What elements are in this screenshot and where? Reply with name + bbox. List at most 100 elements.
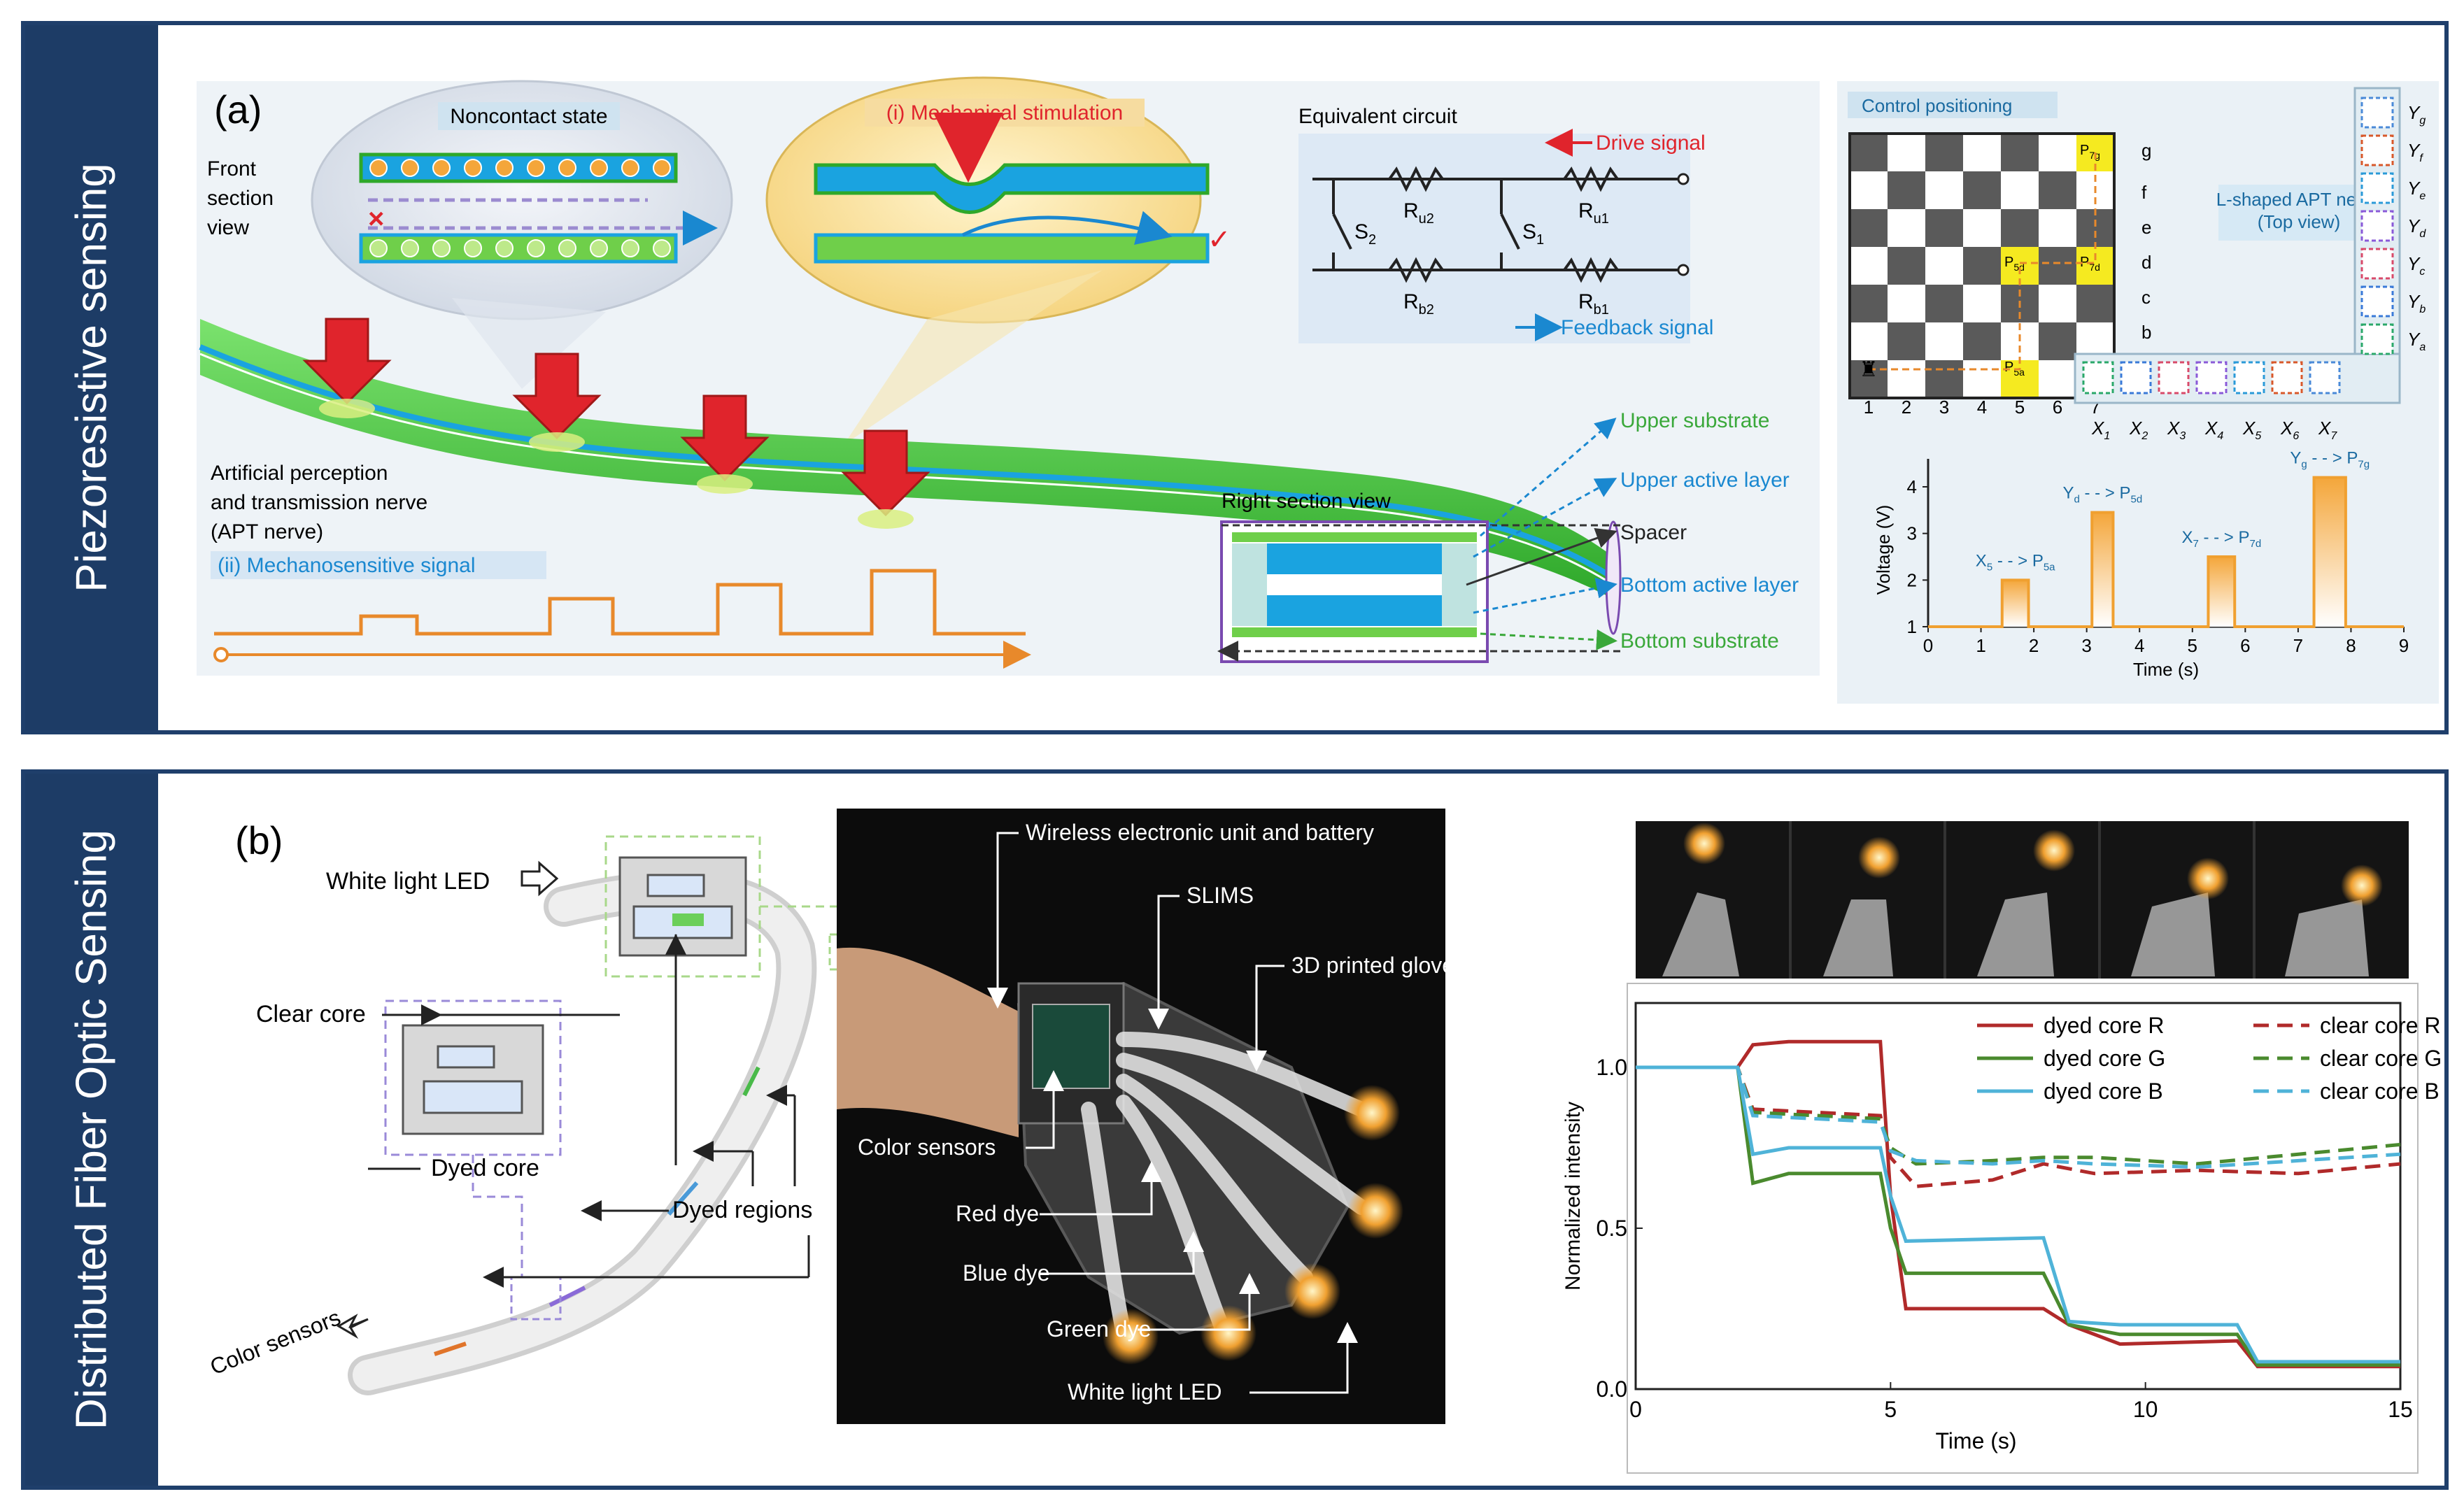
electrode-y-sub: f (2419, 152, 2423, 164)
electrode-x (2158, 361, 2190, 394)
svg-text:5: 5 (2015, 397, 2025, 418)
layer-bottom-active: Bottom active layer (1620, 574, 1799, 597)
board-square (2039, 134, 2076, 171)
electrode-y (2360, 134, 2394, 166)
x-tick-label: 2 (2029, 635, 2039, 656)
y-tick-label: 3 (1907, 523, 1917, 544)
electrode-x (2271, 361, 2303, 394)
label-color-sensors: Color sensors (858, 1134, 996, 1160)
drive-signal-label: Drive signal (1596, 131, 1706, 155)
mechanosensitive-signal-trace (213, 569, 1031, 669)
label-3d-glove: 3D printed glove (1291, 953, 1454, 978)
board-square (2001, 171, 2039, 209)
mechanosensitive-signal-label: (ii) Mechanosensitive signal (218, 554, 476, 577)
pulse-target: P (2346, 449, 2358, 468)
board-square (1850, 360, 1888, 398)
svg-text:S1: S1 (1522, 220, 1544, 248)
y-axis-label: Voltage (V) (1873, 505, 1894, 595)
legend-label: clear core G (2320, 1046, 2442, 1071)
side-label: Distributed Fiber Optic Sensing (67, 829, 116, 1430)
board-square (1963, 171, 2001, 209)
board-square (1963, 285, 2001, 322)
board-square (1888, 360, 1925, 398)
board-square (1963, 209, 2001, 247)
electrode-x (2195, 361, 2228, 394)
svg-text:4: 4 (1977, 397, 1987, 418)
board-frame (1848, 132, 2116, 399)
clear-core-label: Clear core (256, 1001, 366, 1027)
y-tick-label: 1.0 (1596, 1055, 1627, 1080)
x-tick-label: 3 (2081, 635, 2091, 656)
panel-letter: (b) (235, 818, 283, 862)
layer-spacer: Spacer (1620, 521, 1687, 544)
x-tick-label: 1 (1976, 635, 1985, 656)
pulse-label: Yg - - > P7g (2290, 449, 2370, 471)
series-line (1636, 1065, 2400, 1364)
piezoresistive-figure: (a) Front section view Noncontact state (197, 76, 2439, 704)
x-tick-label: 15 (2388, 1397, 2413, 1422)
pulse-arrow: - - > (1992, 551, 2032, 570)
electrode-x-sub: 4 (2217, 430, 2223, 442)
y-tick-label: 1 (1907, 616, 1917, 637)
pulse-label: Yd - - > P5d (2062, 484, 2142, 506)
blocked-x-icon: × (368, 204, 384, 234)
label-blue-dye: Blue dye (963, 1260, 1050, 1286)
board-square (1850, 322, 1888, 360)
electrode-x-sub: 1 (2104, 430, 2110, 442)
board-square (1963, 134, 2001, 171)
led-glows (1103, 1085, 1403, 1365)
svg-text:6: 6 (2053, 397, 2062, 418)
hand-photo-strip (1636, 821, 2409, 979)
led-input-arrow (521, 860, 559, 897)
board-square (2001, 360, 2039, 398)
board-square (1925, 209, 1963, 247)
board-square (1850, 285, 1888, 322)
series-line (1636, 1065, 2401, 1169)
electrode-y-sub: b (2419, 304, 2426, 315)
svg-text:Ru1: Ru1 (1578, 199, 1609, 227)
board-square (1888, 209, 1925, 247)
panel-letter: (a) (214, 87, 262, 131)
board-square (2001, 134, 2039, 171)
board-square (1850, 134, 1888, 171)
x-tick-label: 0 (1923, 635, 1933, 656)
y-axis-label: Normalized intensity (1562, 1102, 1585, 1290)
board-square (2039, 360, 2076, 398)
electrode-y-sub: d (2419, 228, 2426, 240)
control-positioning-label: Control positioning (1862, 95, 2012, 116)
pulse-label-sub: g (2301, 459, 2307, 471)
panel-piezoresistive: Piezoresistive sensing (21, 21, 2449, 734)
electrode-y (2360, 97, 2394, 129)
svg-text:(Top view): (Top view) (2258, 211, 2340, 232)
svg-text:b: b (2141, 322, 2151, 343)
board-square (2001, 209, 2039, 247)
layer-bottom-substrate: Bottom substrate (1620, 629, 1779, 653)
chart-frame (1627, 983, 2419, 1474)
svg-text:Rb2: Rb2 (1403, 290, 1434, 318)
x-tick-label: 0 (1629, 1397, 1642, 1422)
pulse-arrow: - - > (2199, 528, 2239, 547)
y-tick-label: 0.5 (1596, 1216, 1627, 1241)
pulse-label-main: X (1976, 551, 1987, 570)
pulse-target: P (2119, 484, 2130, 503)
noncontact-state-label: Noncontact state (450, 105, 607, 128)
svg-text:Rb1: Rb1 (1578, 290, 1609, 318)
color-sensors-label-fiber: Color sensors (206, 1304, 344, 1379)
pulse-label-sub: d (2074, 494, 2079, 506)
board-square (1963, 360, 2001, 398)
x-tick-label: 6 (2240, 635, 2250, 656)
y-tick-label: 0.0 (1596, 1377, 1627, 1402)
plot-area (1634, 1002, 2402, 1390)
slims-fibers (1081, 1032, 1369, 1341)
sensor-output-arrow (337, 1314, 369, 1339)
electrode-y-label: Ya (2407, 329, 2426, 353)
pulse-target-sub: 7d (2250, 538, 2262, 550)
apt-nerve-label: Artificial perception and transmission n… (211, 462, 434, 543)
pulse-label-main: Y (2062, 484, 2074, 503)
svg-text:2: 2 (1902, 397, 1911, 418)
electrode-x-sub: 5 (2255, 430, 2261, 442)
board-col-labels: 1 2 3 4 5 6 7 (1864, 397, 2100, 418)
dyed-regions-label: Dyed regions (672, 1197, 812, 1223)
legend-label: dyed core B (2044, 1079, 2163, 1104)
